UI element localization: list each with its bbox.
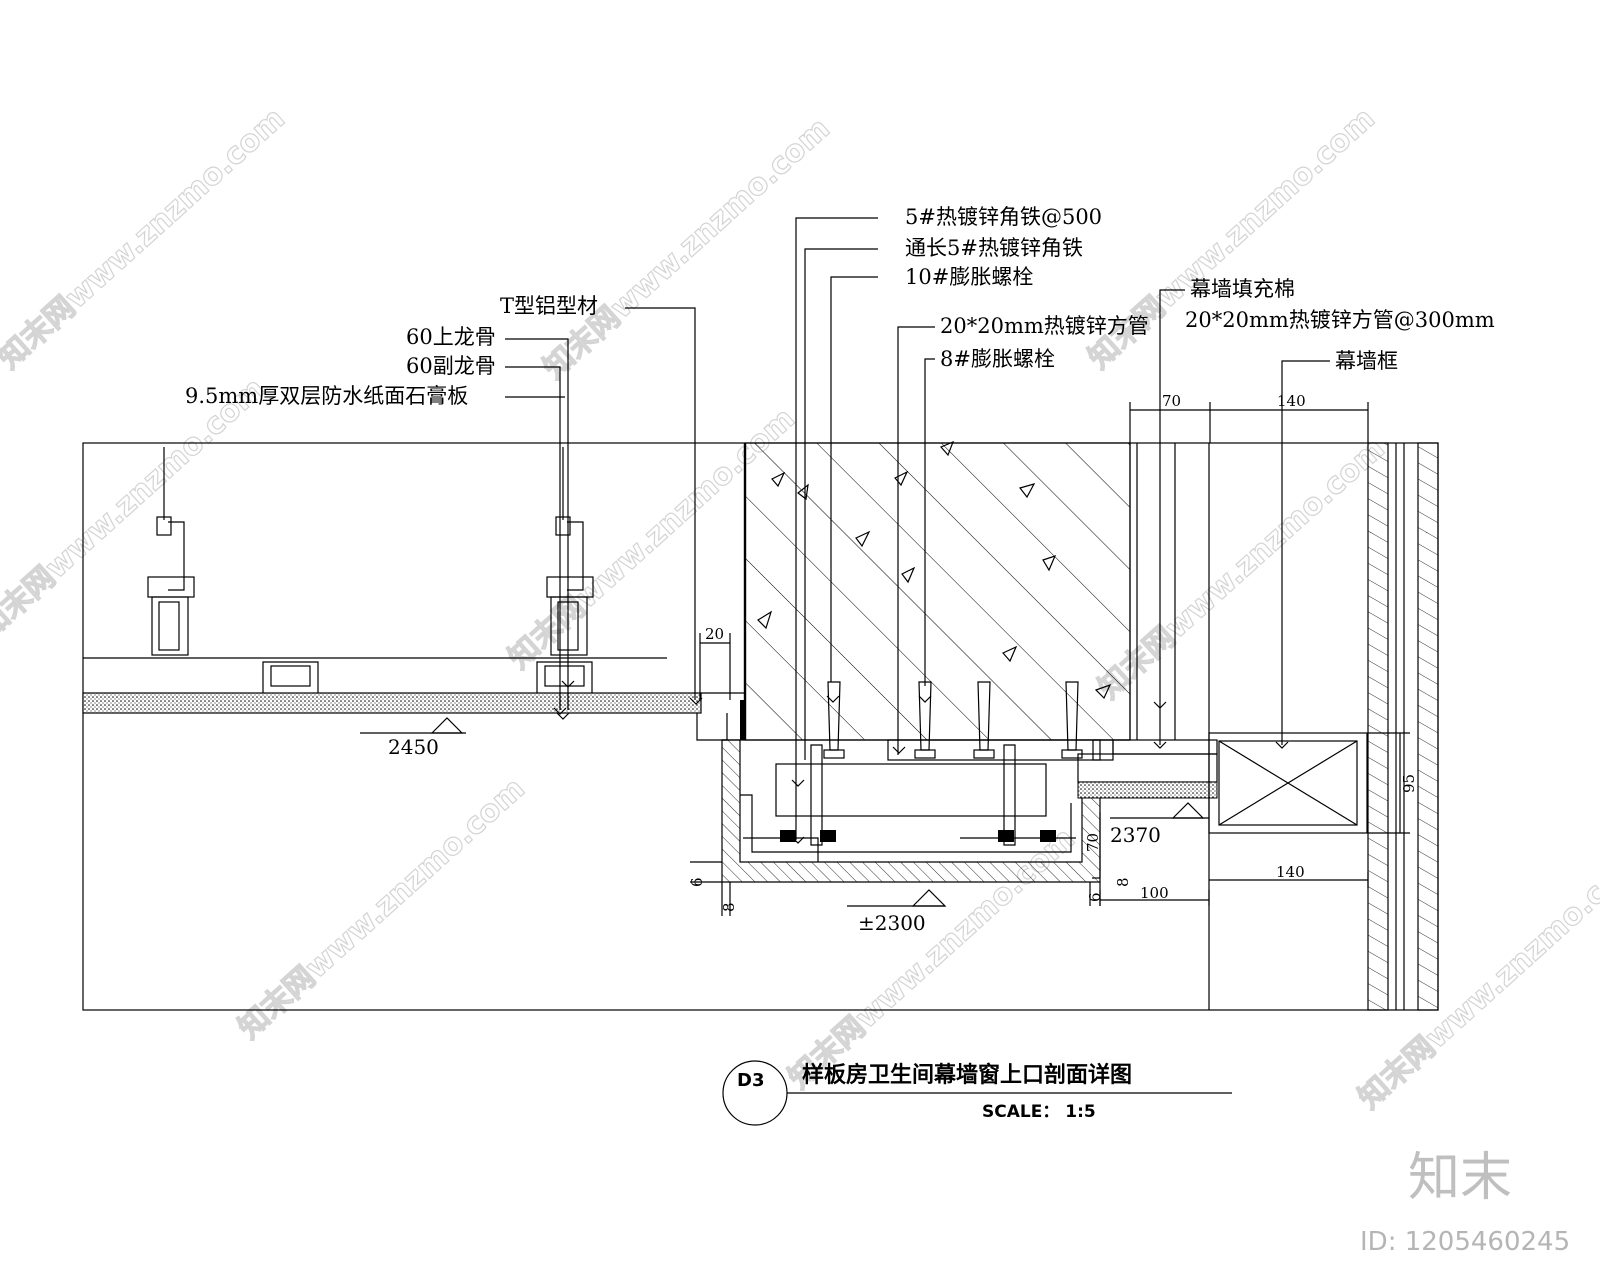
image-id: ID: 1205460245 bbox=[1360, 1227, 1570, 1257]
dim-70-top: 70 bbox=[1162, 392, 1181, 410]
sub-keel-row bbox=[83, 657, 667, 693]
dim-140-top: 140 bbox=[1277, 392, 1306, 410]
dimension-texts: 20 70 140 95 70 6 8 6 8 100 140 bbox=[688, 392, 1418, 912]
watermark-text: 知末网www.znzmo.com bbox=[0, 371, 272, 646]
dim-8-right: 8 bbox=[1114, 877, 1132, 887]
label-gypsum-board: 9.5mm厚双层防水纸面石膏板 bbox=[185, 384, 468, 408]
drawing-scale: SCALE： 1:5 bbox=[982, 1102, 1096, 1122]
dim-8: 8 bbox=[720, 902, 738, 912]
brand-watermark: 知末 ID: 1205460245 bbox=[1360, 1148, 1570, 1257]
label-t-aluminum: T型铝型材 bbox=[500, 294, 598, 318]
elevation-markers bbox=[360, 717, 1209, 907]
label-square-tube: 20*20mm热镀锌方管 bbox=[940, 314, 1149, 338]
label-curtain-frame: 幕墙框 bbox=[1335, 349, 1398, 373]
leader-lines bbox=[505, 217, 1330, 844]
concrete-slab bbox=[740, 440, 1131, 741]
drawing-title: 样板房卫生间幕墙窗上口剖面详图 bbox=[802, 1062, 1132, 1088]
ceiling-hanger-left bbox=[147, 447, 195, 656]
dim-70-side: 70 bbox=[1084, 833, 1102, 852]
gypsum-board bbox=[82, 692, 745, 741]
label-bolt-10: 10#膨胀螺栓 bbox=[905, 265, 1033, 289]
watermark-text: 知末网www.znzmo.com bbox=[1352, 841, 1600, 1116]
watermark-text: 知末网www.znzmo.com bbox=[537, 111, 837, 386]
labels-group: 5#热镀锌角铁@500 通长5#热镀锌角铁 10#膨胀螺栓 T型铝型材 60上龙… bbox=[185, 205, 1495, 408]
brand-logo-text: 知末 bbox=[1408, 1148, 1512, 1208]
curtain-wall bbox=[1129, 442, 1439, 1011]
dim-100: 100 bbox=[1140, 884, 1169, 902]
label-bolt-8: 8#膨胀螺栓 bbox=[940, 347, 1055, 371]
dimension-lines bbox=[690, 402, 1410, 916]
title-block: D3 样板房卫生间幕墙窗上口剖面详图 SCALE： 1:5 bbox=[722, 1060, 1232, 1126]
detail-badge: D3 bbox=[737, 1070, 764, 1091]
label-angle-iron: 5#热镀锌角铁@500 bbox=[905, 205, 1102, 229]
dim-140-bottom: 140 bbox=[1276, 863, 1305, 881]
elevation-texts: 2450 ±2300 2370 bbox=[388, 735, 1161, 935]
label-square-tube-300: 20*20mm热镀锌方管@300mm bbox=[1185, 308, 1495, 332]
dim-6-left: 6 bbox=[688, 877, 706, 887]
expansion-bolts bbox=[823, 681, 1083, 759]
watermark-text: 知末网www.znzmo.com bbox=[0, 101, 292, 376]
dim-20: 20 bbox=[705, 625, 724, 643]
label-main-keel: 60上龙骨 bbox=[406, 325, 496, 349]
label-curtain-fill: 幕墙填充棉 bbox=[1190, 277, 1295, 301]
label-sub-keel: 60副龙骨 bbox=[406, 354, 496, 378]
watermark-text: 知末网www.znzmo.com bbox=[232, 771, 532, 1046]
elevation-sill: 2370 bbox=[1110, 823, 1161, 847]
dim-95: 95 bbox=[1400, 774, 1418, 793]
elevation-ceiling: 2450 bbox=[388, 735, 439, 759]
label-full-angle-iron: 通长5#热镀锌角铁 bbox=[905, 236, 1083, 260]
angle-brackets bbox=[743, 744, 1076, 862]
dim-6-right: 6 bbox=[1086, 892, 1104, 902]
elevation-bottom: ±2300 bbox=[858, 911, 926, 935]
window-head-box bbox=[721, 739, 1218, 883]
